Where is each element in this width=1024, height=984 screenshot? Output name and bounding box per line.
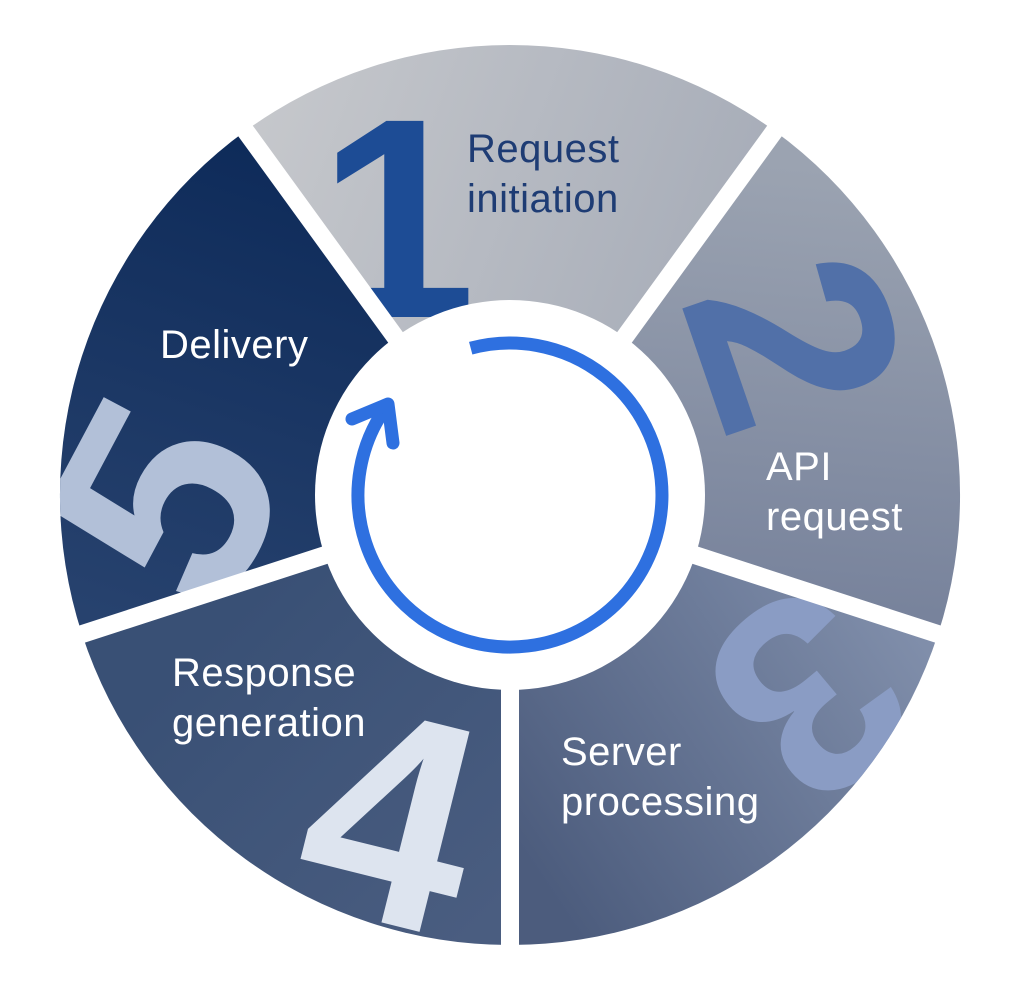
step-1-label: Request initiation [467,127,631,221]
step-4-label-line-1: Response [172,651,356,695]
cycle-arrow-arc [351,336,669,654]
step-2-label: API request [766,445,903,539]
step-1-label-line-1: Request [467,127,619,171]
step-3-label-line-2: processing [561,780,759,824]
step-4-label-line-2: generation [172,701,366,745]
step-3-label-line-1: Server [561,730,682,774]
step-4-label: Response generation [172,651,368,745]
segment-1-request-initiation [245,44,775,495]
step-2-label-line-2: request [766,495,903,539]
step-5-label: Delivery [160,323,308,367]
step-3-label: Server processing [561,730,759,824]
cycle-arrow-icon [345,336,669,654]
cycle-arrow-head [345,397,400,450]
step-2-label-line-1: API [766,445,832,489]
center-hub [315,300,705,690]
step-1-label-line-2: initiation [467,177,619,221]
